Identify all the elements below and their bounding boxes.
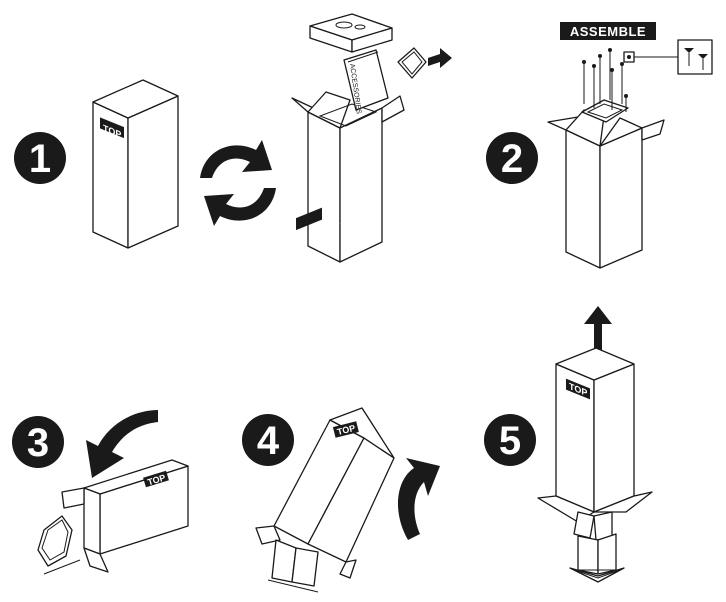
step-3-number: 3 bbox=[27, 421, 49, 465]
step-4: 4 TOP bbox=[242, 407, 440, 593]
step-5-badge: 5 bbox=[484, 414, 536, 466]
packing-lid bbox=[309, 13, 393, 53]
box-lifted: TOP bbox=[537, 347, 653, 541]
screws-group bbox=[582, 48, 678, 112]
screw-icon bbox=[610, 68, 614, 72]
step-4-badge: 4 bbox=[242, 414, 294, 466]
step-3-badge: 3 bbox=[12, 416, 64, 468]
step-5-number: 5 bbox=[499, 419, 521, 463]
box-lying-horizontal: TOP bbox=[37, 459, 189, 575]
screw-icon bbox=[598, 54, 602, 58]
curved-arrow-up-icon bbox=[397, 458, 440, 540]
step-4-number: 4 bbox=[257, 419, 280, 463]
screw-icon bbox=[698, 54, 708, 70]
screw-icon bbox=[582, 60, 586, 64]
arrow-right-icon bbox=[428, 48, 452, 68]
rotate-arrows-icon bbox=[200, 140, 276, 226]
screw-icon bbox=[620, 62, 624, 66]
curved-arrow-down-icon bbox=[86, 410, 158, 478]
tilting-box-top-label: TOP bbox=[336, 423, 356, 437]
step-1-number: 1 bbox=[29, 137, 51, 181]
screw-detail-callout bbox=[677, 39, 713, 75]
screw-icon bbox=[624, 94, 628, 98]
open-box-inverted: TOP ACCESSORIES bbox=[291, 13, 452, 263]
step-2-badge: 2 bbox=[486, 132, 538, 184]
step-3: 3 TOP bbox=[12, 410, 189, 575]
step-1: 1 TOP TOP bbox=[14, 13, 452, 263]
step-5: 5 TOP bbox=[484, 306, 653, 583]
open-box-assembly: TOP bbox=[547, 99, 665, 269]
step-1-badge: 1 bbox=[14, 132, 66, 184]
screw-icon bbox=[592, 64, 596, 68]
product-base-revealed bbox=[569, 533, 625, 583]
step-2-number: 2 bbox=[501, 137, 523, 181]
screw-icon bbox=[608, 48, 612, 52]
screw-icon bbox=[684, 48, 694, 66]
closed-box: TOP bbox=[92, 79, 179, 249]
arrow-up-icon bbox=[584, 306, 612, 350]
box-tilting: TOP bbox=[255, 407, 395, 593]
base-bracket bbox=[397, 47, 427, 79]
step-2: 2 ASSEMBLE TOP bbox=[486, 22, 713, 269]
assemble-tag: ASSEMBLE bbox=[560, 22, 656, 40]
assemble-label: ASSEMBLE bbox=[570, 24, 646, 39]
